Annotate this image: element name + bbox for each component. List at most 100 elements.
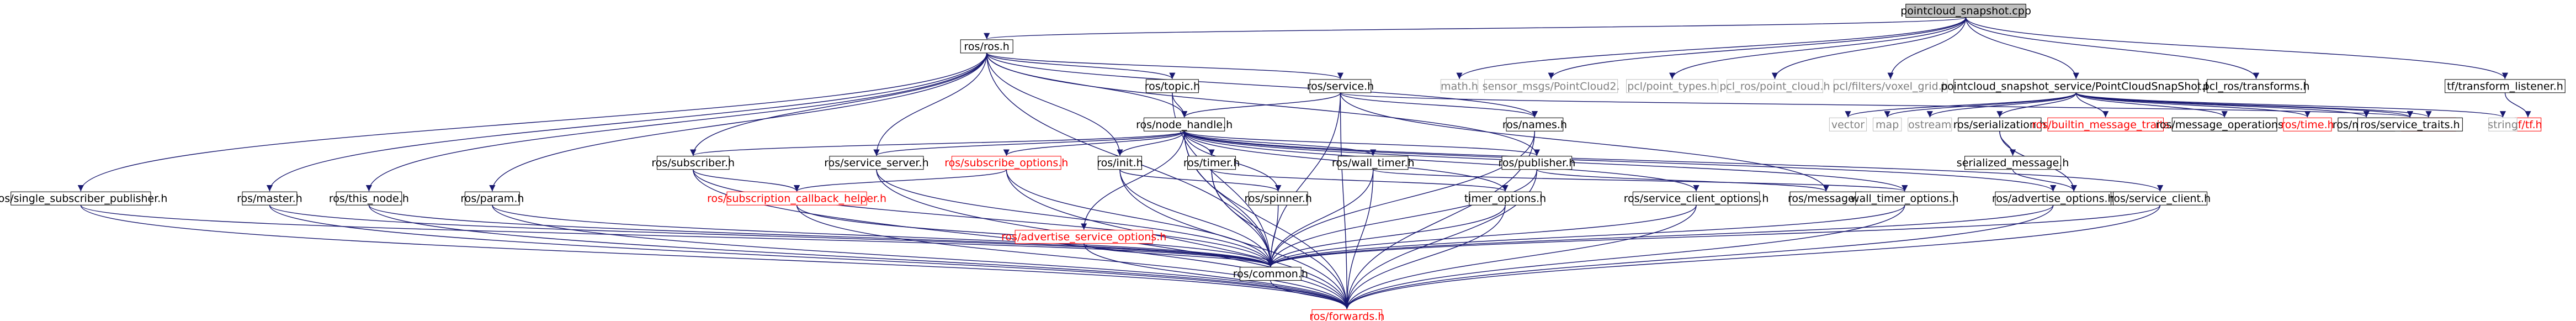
node-box (1311, 309, 1383, 321)
node-box (1855, 191, 1954, 206)
node-ros-service-client[interactable]: ros/service_client.h (2110, 191, 2211, 206)
node-ros-forwards[interactable]: ros/forwards.h (1309, 309, 1384, 321)
node-pcl-voxel-grid[interactable]: pcl/filters/voxel_grid.h (1833, 79, 1948, 93)
node-ros-spinner[interactable]: ros/spinner.h (1244, 191, 1312, 206)
node-ros-subscription-callback-helper[interactable]: ros/subscription_callback_helper.h (707, 191, 886, 206)
edge-ros_wall_timer-to-ros_common (1267, 169, 1374, 267)
node-ros-wall-timer[interactable]: ros/wall_timer.h (1332, 156, 1415, 170)
node-label: wall_timer_options.h (1851, 193, 1959, 205)
edge-root-to-pcl_voxel_grid (1887, 17, 1967, 79)
edge-ros_node_handle-to-ros_publisher (1183, 130, 1540, 156)
node-ros-subscriber[interactable]: ros/subscriber.h (651, 156, 735, 170)
node-label: string (2488, 119, 2518, 131)
node-box (829, 156, 924, 170)
node-ros-h[interactable]: ros/ros.h (960, 39, 1013, 54)
node-ros-publisher[interactable]: ros/publisher.h (1498, 156, 1575, 170)
node-box (960, 39, 1013, 54)
node-root[interactable]: pointcloud_snapshot.cpp (1900, 3, 2031, 18)
edge-ros_service_client-to-ros_common (1267, 204, 2161, 267)
node-pcl-point-types[interactable]: pcl/point_types.h (1626, 79, 1719, 93)
node-string[interactable]: string (2488, 117, 2518, 131)
edge-ros_subscriber-to-ros_subscription_callback_helper (693, 169, 800, 192)
edge-root-to-tf_transform_listener (1965, 17, 2508, 80)
node-box (1337, 156, 1409, 170)
node-ros-common[interactable]: ros/common.h (1233, 267, 1308, 281)
node-label: ros/advertise_service_options.h (1001, 231, 1166, 243)
edge-pc_snapshot_srv-to-map (1884, 92, 2076, 118)
node-box (1995, 191, 2112, 206)
edge-ros_publisher-to-ros_common (1267, 169, 1538, 267)
edge-timer_options-to-ros_forwards (1343, 205, 1506, 309)
node-math-h[interactable]: math.h (1440, 79, 1479, 93)
node-label: ros/common.h (1233, 268, 1308, 280)
node-timer-options[interactable]: timer_options.h (1464, 191, 1546, 206)
edge-ros_advertise_service_options-to-ros_common (1083, 243, 1274, 267)
node-vector[interactable]: vector (1829, 117, 1867, 131)
node-ros-service-server[interactable]: ros/service_server.h (824, 156, 929, 170)
node-box (1833, 79, 1948, 93)
node-label: pcl/point_types.h (1627, 80, 1717, 92)
node-ros-message[interactable]: ros/message.h (1788, 191, 1865, 206)
edge-ros_h-to-ros_subscriber (690, 52, 987, 156)
edge-pc_snapshot_srv-to-ros_serialization (1996, 92, 2076, 118)
node-tf-transform-listener[interactable]: tf/transform_listener.h (2445, 79, 2566, 93)
node-ros-service[interactable]: ros/service.h (1307, 79, 1374, 93)
node-ros-timer[interactable]: ros/timer.h (1183, 156, 1240, 170)
node-wall-timer-options[interactable]: wall_timer_options.h (1851, 191, 1959, 206)
node-map[interactable]: map (1872, 117, 1902, 131)
node-ros-node-handle[interactable]: ros/node_handle.h (1136, 117, 1233, 131)
node-ros-names[interactable]: ros/names.h (1502, 117, 1567, 131)
node-ros-topic[interactable]: ros/topic.h (1145, 79, 1200, 93)
node-label: ros/publisher.h (1498, 157, 1575, 169)
node-ros-service-client-options[interactable]: ros/service_client_options.h (1624, 191, 1769, 206)
node-ros-advertise-options[interactable]: ros/advertise_options.h (1992, 191, 2115, 206)
edge-ros_node_handle-to-ros_service_server (873, 130, 1185, 156)
edge-ros_single_subscriber_publisher-to-ros_forwards (80, 205, 1350, 309)
node-box (1309, 79, 1372, 93)
edge-ros_subscribe_options-to-ros_subscription_callback_helper (794, 169, 1007, 192)
edge-serialized_message-to-roscpp_serialization_macros (2012, 169, 2077, 192)
node-sensor-msgs-pc2[interactable]: sensor_msgs/PointCloud2. (1483, 79, 1620, 93)
node-ros-time[interactable]: ros/time.h (2281, 117, 2334, 131)
edge-ros_node_handle-to-ros_init (1117, 131, 1185, 156)
node-ros-init[interactable]: ros/init.h (1097, 156, 1143, 170)
edge-ros_h-to-ros_topic (986, 52, 1176, 80)
node-label: ros/service_client.h (2110, 193, 2211, 205)
node-box (2357, 117, 2463, 131)
edge-ros_advertise_options-to-ros_common (1267, 204, 2054, 267)
node-box (1872, 117, 1902, 131)
node-box (1964, 156, 2062, 170)
node-ros-advertise-service-options[interactable]: ros/advertise_service_options.h (1001, 230, 1166, 244)
node-ros-serialization[interactable]: ros/serialization.h (1953, 117, 2046, 131)
node-pcl-ros-transforms[interactable]: pcl_ros/transforms.h (2203, 79, 2310, 93)
node-box (2283, 117, 2332, 131)
node-ros-service-traits[interactable]: ros/service_traits.h (2357, 117, 2463, 131)
node-ros-builtin-message-traits[interactable]: ros/builtin_message_traits.h (2032, 117, 2179, 131)
edge-ros_single_subscriber_publisher-to-ros_common (80, 204, 1274, 267)
node-box (1905, 3, 2026, 18)
node-tf-tf-h[interactable]: tf/tf.h (2514, 117, 2542, 131)
node-label: ros/node_handle.h (1136, 119, 1233, 131)
edge-ros_h-to-ros_master (266, 52, 987, 192)
node-ros-single-subscriber-publisher[interactable]: ros/single_subscriber_publisher.h (0, 191, 167, 206)
node-label: map (1876, 119, 1899, 131)
edge-ros_timer-to-timer_options (1211, 169, 1509, 192)
edge-ros_node_handle-to-ros_advertise_service_options (1081, 131, 1185, 230)
node-ros-subscribe-options[interactable]: ros/subscribe_options.h (944, 156, 1068, 170)
node-label: ros/service.h (1307, 80, 1374, 92)
node-label: timer_options.h (1464, 193, 1546, 205)
node-ros-master[interactable]: ros/master.h (237, 191, 302, 206)
node-ros-message-operations[interactable]: ros/message_operations.h (2156, 117, 2293, 131)
node-ostream[interactable]: ostream (1908, 117, 1952, 131)
edge-root-to-pcl_ros_transforms (1965, 17, 2260, 79)
node-ros-this-node[interactable]: ros/this_node.h (329, 191, 409, 206)
edge-pc_snapshot_srv-to-ros_service_traits (2075, 92, 2413, 118)
node-pcl-ros-point-cloud[interactable]: pcl_ros/point_cloud.h (1719, 79, 1830, 93)
node-box (951, 156, 1061, 170)
edge-ros_timer-to-ros_forwards (1211, 169, 1350, 309)
node-label: ros/single_subscriber_publisher.h (0, 193, 167, 205)
node-pc-snapshot-srv[interactable]: pointcloud_snapshot_service/PointCloudSn… (1941, 79, 2212, 93)
node-serialized-message[interactable]: serialized_message.h (1957, 156, 2069, 170)
node-label: pointcloud_snapshot_service/PointCloudSn… (1941, 80, 2212, 92)
node-ros-param[interactable]: ros/param.h (460, 191, 524, 206)
